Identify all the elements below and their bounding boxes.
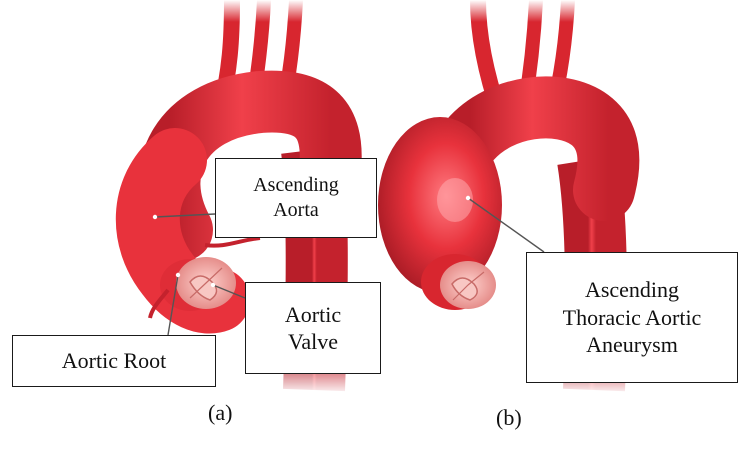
panel-a-caption: (a) bbox=[208, 400, 232, 426]
aortic-root-label: Aortic Root bbox=[12, 335, 216, 387]
ascending-aorta-label: Ascending Aorta bbox=[215, 158, 377, 238]
aneurysm-label: Ascending Thoracic Aortic Aneurysm bbox=[526, 252, 738, 383]
panel-b-caption: (b) bbox=[496, 405, 522, 431]
aortic-valve-label: Aortic Valve bbox=[245, 282, 381, 374]
